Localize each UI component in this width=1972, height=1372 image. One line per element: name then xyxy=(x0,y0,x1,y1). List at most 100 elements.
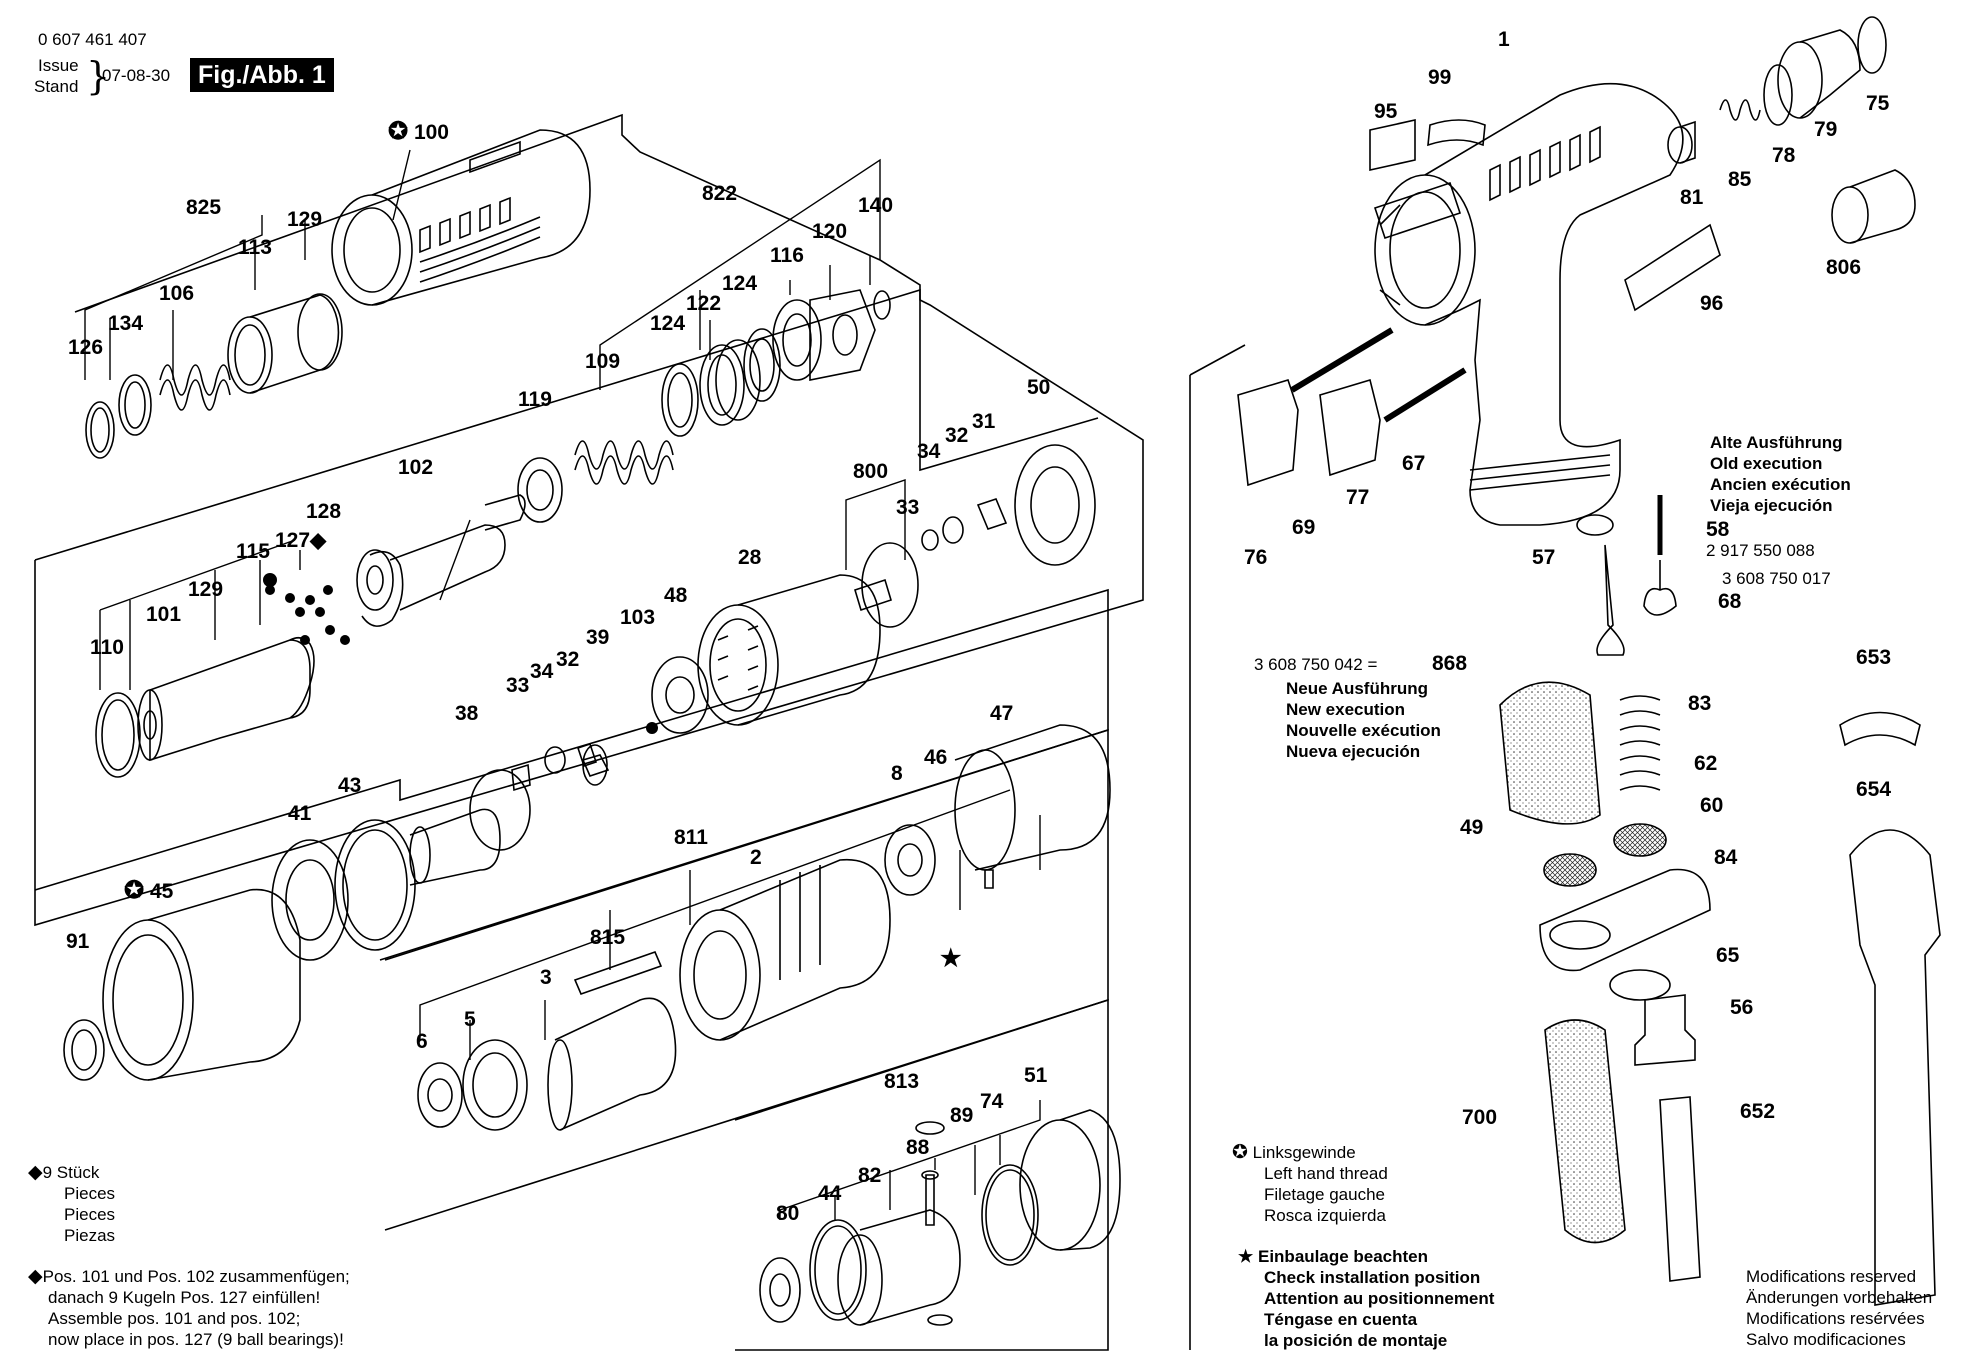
part-label-653: 653 xyxy=(1856,646,1892,669)
part-label-84: 84 xyxy=(1714,846,1738,869)
part-label-46: 46 xyxy=(924,746,948,769)
part-label-101: 101 xyxy=(146,603,182,626)
part-group-800 xyxy=(854,444,1096,628)
part-68-number: 3 608 750 017 xyxy=(1722,569,1831,588)
part-label-34-right: 34 xyxy=(917,440,941,463)
part-label-34: 34 xyxy=(530,660,554,683)
part-76-block xyxy=(1237,379,1299,487)
part-label-813: 813 xyxy=(884,1070,920,1093)
part-label-8: 8 xyxy=(891,762,903,785)
frame-lower xyxy=(34,588,1109,961)
part-60-screen xyxy=(1613,823,1667,857)
star-outline-icon: ✪ xyxy=(1232,1142,1248,1163)
frame-bottom-right xyxy=(384,728,1109,1231)
part-label-127: 127◆ xyxy=(275,529,327,552)
part-label-76: 76 xyxy=(1244,546,1268,569)
diamond-icon: ◆ xyxy=(28,1266,43,1287)
part-label-129: 129 xyxy=(287,208,323,231)
issue-label: Issue xyxy=(38,56,79,75)
part-label-109: 109 xyxy=(585,350,621,373)
part-65-oring xyxy=(1609,969,1671,1001)
part-label-74: 74 xyxy=(980,1090,1004,1113)
part-label-69: 69 xyxy=(1292,516,1316,539)
legend-left-hand-thread: ✪ Linksgewinde Left hand thread Filetage… xyxy=(1232,1142,1388,1225)
part-label-95: 95 xyxy=(1374,100,1398,123)
part-group-822 xyxy=(517,289,891,523)
part-label-700: 700 xyxy=(1462,1106,1498,1129)
part-label-124-upper: 124 xyxy=(722,272,758,295)
part-label-806: 806 xyxy=(1826,256,1862,279)
part-label-5: 5 xyxy=(464,1008,476,1031)
new-execution-note: Neue Ausführung New execution Nouvelle e… xyxy=(1286,679,1441,761)
part-806 xyxy=(1831,169,1916,244)
part-label-124-lower: 124 xyxy=(650,312,686,335)
part-label-45: ✪ 45 xyxy=(124,877,174,904)
part-label-800: 800 xyxy=(853,460,889,483)
stand-label: Stand xyxy=(34,77,79,96)
part-label-56: 56 xyxy=(1730,996,1754,1019)
part-68-valve xyxy=(1643,560,1677,616)
part-group-813 xyxy=(759,1109,1121,1326)
part-label-68: 68 xyxy=(1718,590,1742,613)
part-label-44: 44 xyxy=(818,1182,842,1205)
part-label-2: 2 xyxy=(750,846,762,869)
part-label-825: 825 xyxy=(186,196,222,219)
part-group-825 xyxy=(85,293,343,459)
part-84-flange xyxy=(1539,868,1711,972)
part-label-47: 47 xyxy=(990,702,1014,725)
part-label-110: 110 xyxy=(90,636,124,659)
part-83-spring xyxy=(1619,695,1661,791)
part-653-clip xyxy=(1839,711,1921,747)
note-assembly: ◆Pos. 101 und Pos. 102 zusammenfügen; da… xyxy=(28,1266,350,1349)
part-label-134: 134 xyxy=(108,312,144,335)
part-56-nipple xyxy=(1634,994,1696,1066)
part-label-822: 822 xyxy=(702,182,738,205)
part-label-51: 51 xyxy=(1024,1064,1048,1087)
frame-top xyxy=(74,113,1099,472)
part-label-43: 43 xyxy=(338,774,362,797)
part-label-33: 33 xyxy=(506,674,530,697)
part-label-85: 85 xyxy=(1728,168,1752,191)
part-label-41: 41 xyxy=(288,802,312,825)
part-label-106: 106 xyxy=(159,282,195,305)
part-group-811 xyxy=(417,724,1111,1131)
part-label-31: 31 xyxy=(972,410,996,433)
legend-installation-position: ★ Einbaulage beachten Check installation… xyxy=(1238,1247,1495,1350)
part-label-32: 32 xyxy=(556,648,580,671)
part-label-88: 88 xyxy=(906,1136,930,1159)
part-group-75-81 xyxy=(1667,16,1887,164)
brace-icon: } xyxy=(86,54,111,98)
part-700-silencer xyxy=(1544,1019,1626,1244)
part-38-end-plate xyxy=(409,742,598,886)
frame-mid xyxy=(34,288,1144,927)
part-label-103: 103 xyxy=(620,606,656,629)
part-label-119: 119 xyxy=(518,388,552,411)
part-label-32-right: 32 xyxy=(945,424,969,447)
part-label-1: 1 xyxy=(1498,28,1510,51)
part-label-96: 96 xyxy=(1700,292,1724,315)
part-label-99: 99 xyxy=(1428,66,1452,89)
part-label-120: 120 xyxy=(812,220,848,243)
part-label-49: 49 xyxy=(1460,816,1484,839)
part-label-126: 126 xyxy=(68,336,104,359)
part-49-filter xyxy=(1499,681,1601,825)
part-652-hose-nipple xyxy=(1659,1096,1701,1282)
installation-star-marker: ★ xyxy=(940,945,962,972)
ball-bearings-127 xyxy=(263,573,350,645)
part-label-102: 102 xyxy=(398,456,434,479)
kit-number-868: 3 608 750 042 = xyxy=(1254,655,1378,674)
part-label-60: 60 xyxy=(1700,794,1724,817)
part-67-pin xyxy=(1383,367,1467,423)
part-label-654: 654 xyxy=(1856,778,1892,801)
part-69-pin xyxy=(1290,327,1394,393)
part-label-75: 75 xyxy=(1866,92,1890,115)
part-label-113: 113 xyxy=(238,236,272,259)
part-label-78: 78 xyxy=(1772,144,1796,167)
part-label-50: 50 xyxy=(1027,376,1051,399)
part-label-6: 6 xyxy=(416,1030,428,1053)
part-label-100: ✪ 100 xyxy=(388,118,449,145)
part-label-48: 48 xyxy=(664,584,688,607)
part-label-868: 868 xyxy=(1432,652,1468,675)
issue-date: 07-08-30 xyxy=(102,66,171,85)
figure-label: Fig./Abb. 1 xyxy=(190,58,334,92)
